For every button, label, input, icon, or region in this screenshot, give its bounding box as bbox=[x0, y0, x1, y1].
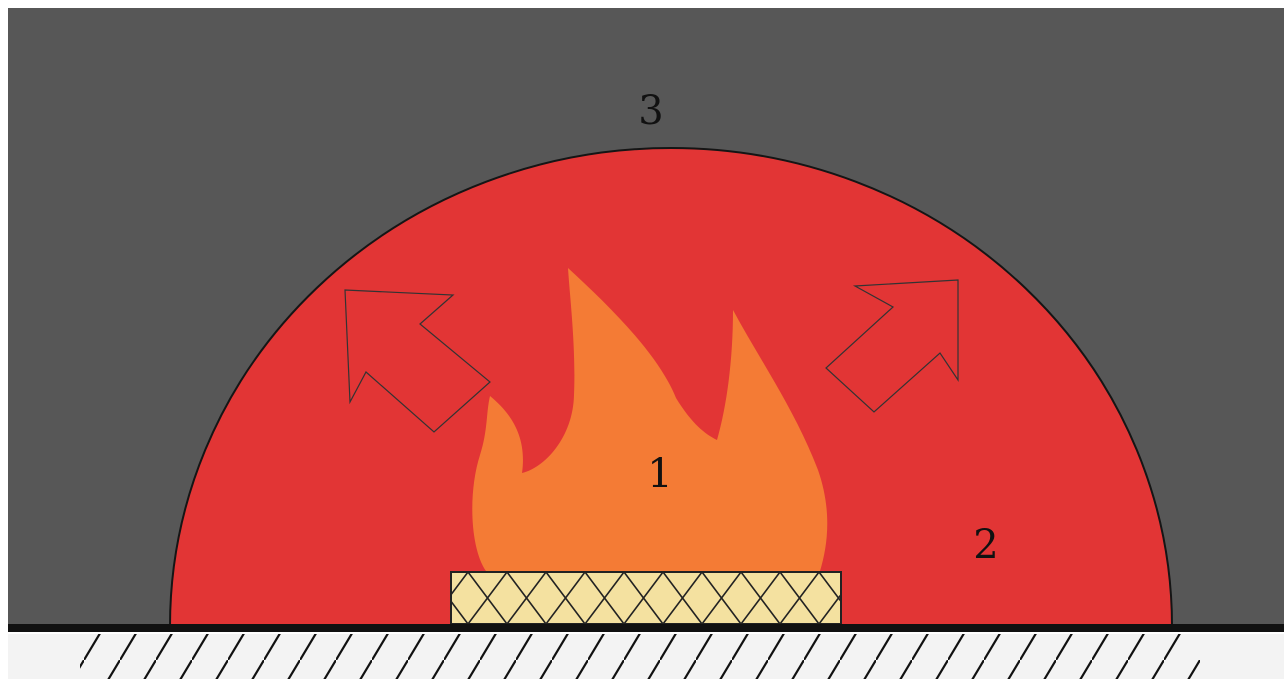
arrow-up-right-icon bbox=[825, 279, 959, 413]
fuel-block bbox=[450, 571, 842, 625]
ground-hatching bbox=[80, 634, 1200, 679]
label-heat-zone: 2 bbox=[973, 522, 998, 568]
label-surroundings: 3 bbox=[638, 88, 663, 134]
flame-shape bbox=[472, 268, 828, 571]
label-flame: 1 bbox=[647, 451, 672, 497]
arrow-up-left-icon bbox=[344, 289, 491, 433]
